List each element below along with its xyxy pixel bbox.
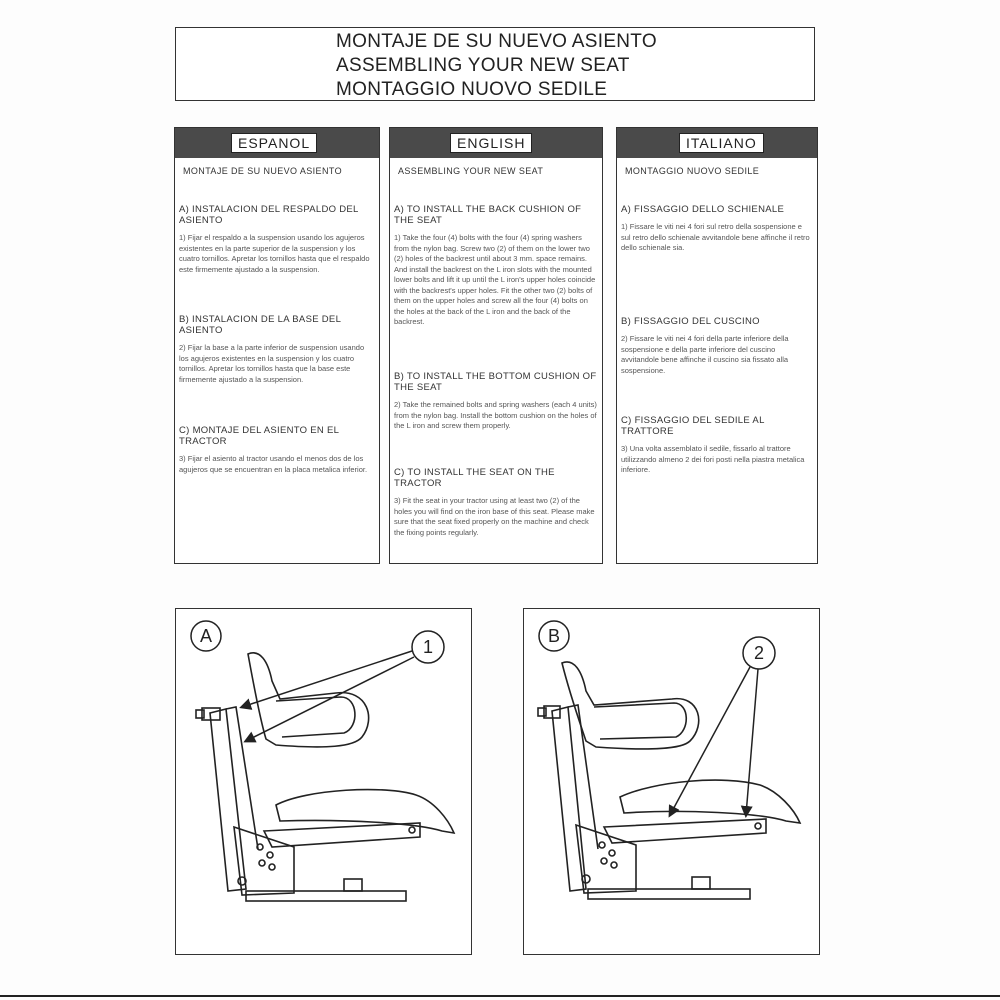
column-header: ITALIANO	[617, 128, 817, 158]
section-heading: A) TO INSTALL THE BACK CUSHION OF THE SE…	[394, 204, 582, 226]
section-body: 3) Fijar el asiento al tractor usando el…	[179, 454, 368, 474]
figure-letter-circle	[190, 620, 222, 652]
column-espanol: ESPANOL MONTAJE DE SU NUEVO ASIENTO A) I…	[174, 127, 380, 564]
section-body: 1) Fissare le viti nei 4 fori sul retro …	[621, 222, 810, 252]
section-heading: B) TO INSTALL THE BOTTOM CUSHION OF THE …	[394, 371, 597, 393]
section-c: C) FISSAGGIO DEL SEDILE AL TRATTORE 3) U…	[621, 415, 813, 476]
section-body: 3) Una volta assemblato il sedile, fissa…	[621, 444, 805, 474]
callout-arrow	[239, 650, 413, 710]
callout-circle	[411, 630, 445, 664]
section-heading: B) FISSAGGIO DEL CUSCINO	[621, 316, 760, 327]
callout-arrow	[740, 668, 759, 818]
section-heading: C) TO INSTALL THE SEAT ON THE TRACTOR	[394, 467, 555, 489]
column-english: ENGLISH ASSEMBLING YOUR NEW SEAT A) TO I…	[389, 127, 603, 564]
seat-diagram-b: B 2	[537, 620, 802, 900]
title-spanish: MONTAJE DE SU NUEVO ASIENTO	[336, 31, 657, 52]
figure-letter-circle	[538, 620, 570, 652]
section-b: B) INSTALACION DE LA BASE DEL ASIENTO 2)…	[179, 314, 375, 385]
section-body: 2) Fijar la base a la parte inferior de …	[179, 343, 365, 384]
section-heading: B) INSTALACION DE LA BASE DEL ASIENTO	[179, 314, 341, 336]
section-c: C) TO INSTALL THE SEAT ON THE TRACTOR 3)…	[394, 467, 598, 538]
figure-a: A 1	[175, 608, 472, 955]
callout-arrow	[243, 656, 415, 743]
section-heading: A) INSTALACION DEL RESPALDO DEL ASIENTO	[179, 204, 359, 226]
section-a: A) TO INSTALL THE BACK CUSHION OF THE SE…	[394, 204, 598, 328]
section-a: A) INSTALACION DEL RESPALDO DEL ASIENTO …	[179, 204, 375, 275]
figure-letter: B	[548, 626, 560, 646]
section-c: C) MONTAJE DEL ASIENTO EN EL TRACTOR 3) …	[179, 425, 375, 475]
title-italian: MONTAGGIO NUOVO SEDILE	[336, 79, 608, 100]
column-header: ENGLISH	[390, 128, 602, 158]
section-body: 2) Take the remained bolts and spring wa…	[394, 400, 597, 430]
column-language-label: ENGLISH	[450, 133, 533, 153]
title-box: MONTAJE DE SU NUEVO ASIENTO ASSEMBLING Y…	[175, 27, 815, 101]
section-b: B) TO INSTALL THE BOTTOM CUSHION OF THE …	[394, 371, 598, 432]
figure-letter: A	[200, 626, 212, 646]
section-heading: C) FISSAGGIO DEL SEDILE AL TRATTORE	[621, 415, 765, 437]
column-header: ESPANOL	[175, 128, 379, 158]
callout-number: 2	[754, 643, 764, 663]
section-body: 1) Take the four (4) bolts with the four…	[394, 233, 596, 326]
column-language-label: ESPANOL	[231, 133, 318, 153]
section-body: 3) Fit the seat in your tractor using at…	[394, 496, 595, 537]
column-subtitle: ASSEMBLING YOUR NEW SEAT	[398, 166, 544, 176]
section-body: 1) Fijar el respaldo a la suspension usa…	[179, 233, 370, 274]
column-subtitle: MONTAGGIO NUOVO SEDILE	[625, 166, 760, 176]
section-body: 2) Fissare le viti nei 4 fori della part…	[621, 334, 789, 375]
column-language-label: ITALIANO	[679, 133, 764, 153]
column-subtitle: MONTAJE DE SU NUEVO ASIENTO	[183, 166, 342, 176]
figure-b: B 2	[523, 608, 820, 955]
title-english: ASSEMBLING YOUR NEW SEAT	[336, 55, 630, 76]
callout-number: 1	[423, 637, 433, 657]
column-italiano: ITALIANO MONTAGGIO NUOVO SEDILE A) FISSA…	[616, 127, 818, 564]
section-heading: A) FISSAGGIO DELLO SCHIENALE	[621, 204, 785, 215]
callout-circle	[742, 636, 776, 670]
bottom-rule	[0, 995, 1000, 997]
callout-arrow	[668, 666, 751, 818]
section-a: A) FISSAGGIO DELLO SCHIENALE 1) Fissare …	[621, 204, 813, 254]
seat-diagram-a: A 1	[190, 620, 456, 902]
section-b: B) FISSAGGIO DEL CUSCINO 2) Fissare le v…	[621, 316, 813, 376]
section-heading: C) MONTAJE DEL ASIENTO EN EL TRACTOR	[179, 425, 339, 447]
